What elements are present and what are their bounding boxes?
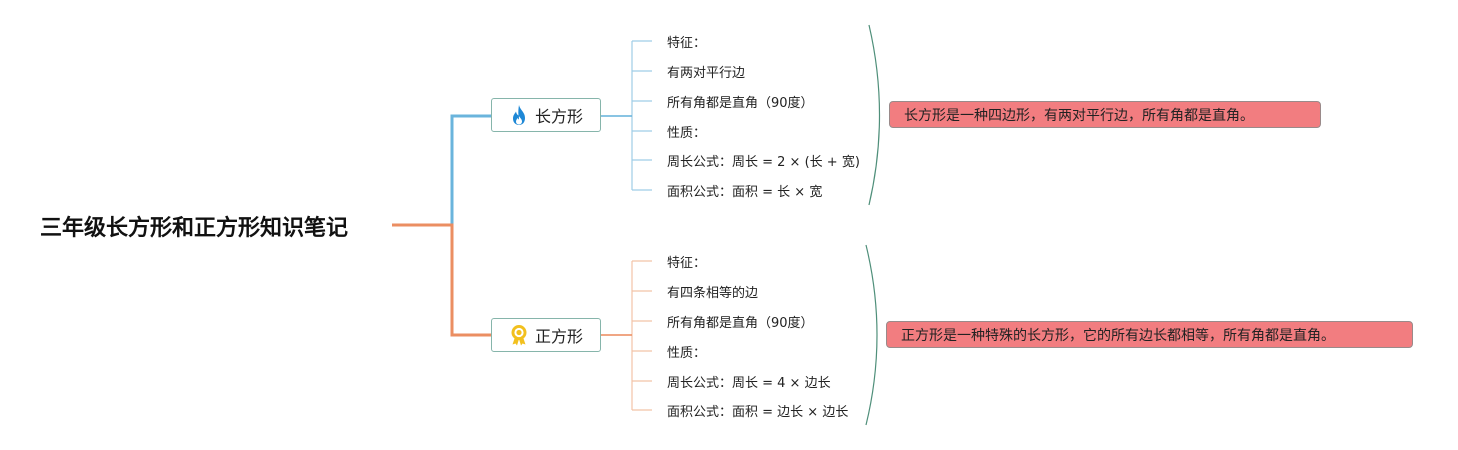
- leaf-square-0[interactable]: 特征：: [667, 256, 707, 271]
- branch-node-rectangle[interactable]: 长方形: [491, 98, 601, 132]
- summary-rectangle[interactable]: 长方形是一种四边形，有两对平行边，所有角都是直角。: [889, 101, 1321, 128]
- square-summary-bracket: [865, 244, 878, 426]
- leaf-rect-1[interactable]: 有两对平行边: [667, 66, 746, 81]
- flame-icon: [512, 105, 525, 125]
- connector-root-to-square: [392, 223, 491, 337]
- leaf-rect-5[interactable]: 面积公式：面积 = 长 × 宽: [667, 185, 823, 200]
- branch-label: 长方形: [534, 107, 583, 126]
- leaf-square-1[interactable]: 有四条相等的边: [667, 286, 759, 301]
- connector-root-to-rect: [450, 114, 491, 225]
- branch-node-square[interactable]: 正方形: [491, 318, 601, 352]
- award-badge-icon: [511, 325, 527, 346]
- leaf-rect-0[interactable]: 特征：: [667, 36, 707, 51]
- leaf-square-4[interactable]: 周长公式：周长 = 4 × 边长: [667, 376, 831, 391]
- leaf-rect-2[interactable]: 所有角都是直角（90度）: [667, 96, 814, 111]
- leaf-rect-3[interactable]: 性质：: [667, 126, 707, 141]
- summary-square[interactable]: 正方形是一种特殊的长方形，它的所有边长都相等，所有角都是直角。: [886, 321, 1413, 348]
- leaf-square-3[interactable]: 性质：: [667, 346, 707, 361]
- leaf-rect-4[interactable]: 周长公式：周长 = 2 × (长 + 宽): [667, 155, 860, 170]
- leaf-square-5[interactable]: 面积公式：面积 = 边长 × 边长: [667, 405, 849, 420]
- branch-label: 正方形: [534, 327, 583, 346]
- leaf-square-2[interactable]: 所有角都是直角（90度）: [667, 316, 814, 331]
- rect-summary-bracket: [868, 24, 881, 206]
- root-topic[interactable]: 三年级长方形和正方形知识笔记: [40, 216, 349, 241]
